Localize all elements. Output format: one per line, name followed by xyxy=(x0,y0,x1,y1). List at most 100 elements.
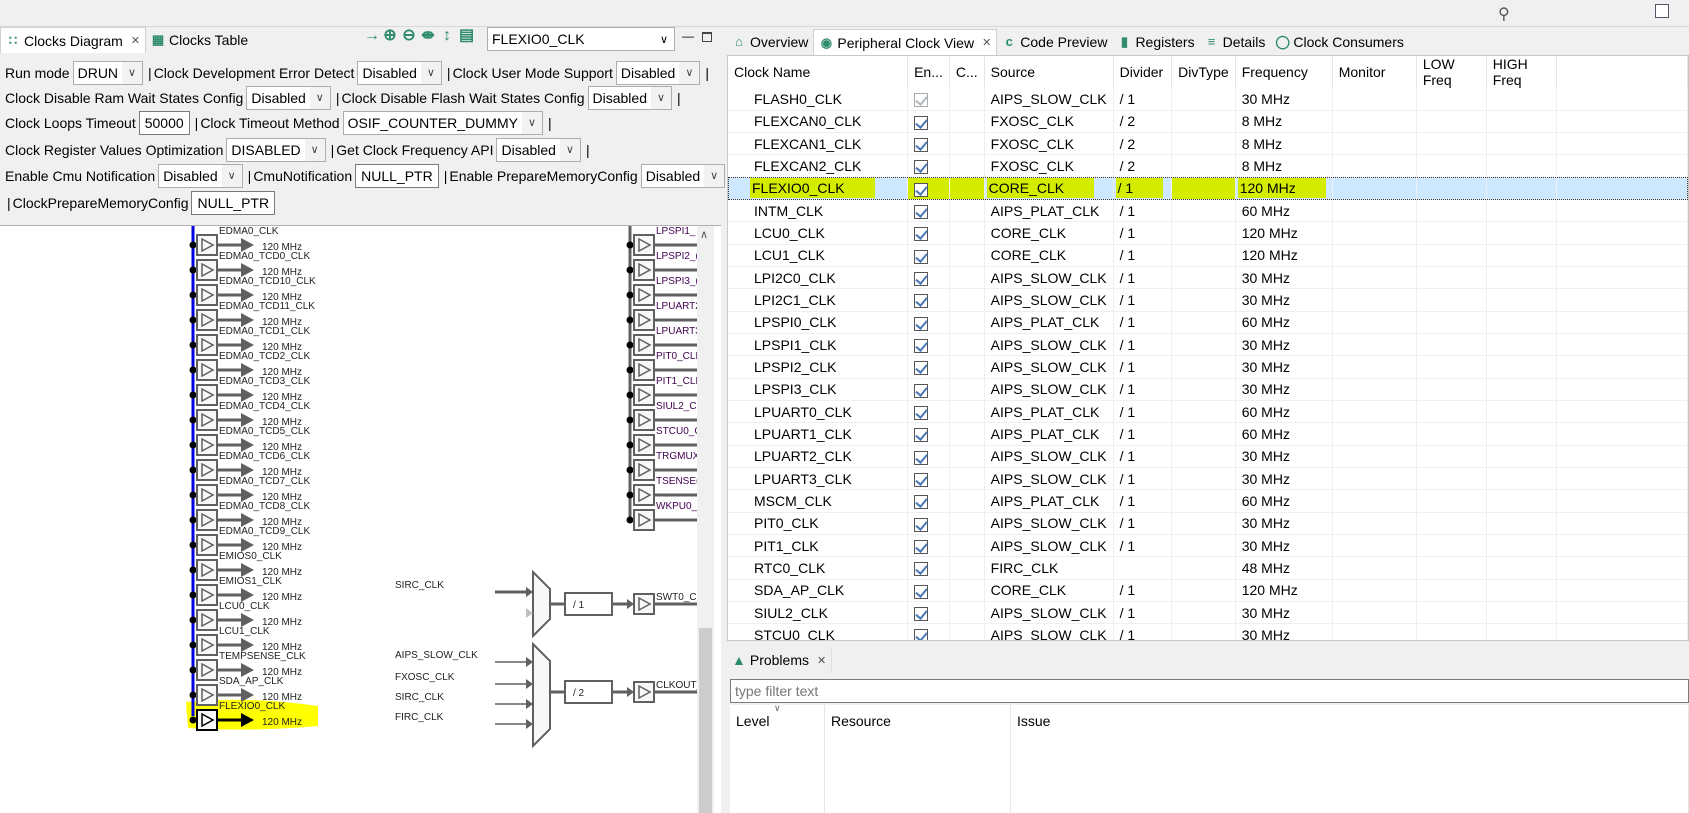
search-icon[interactable]: ⚲ xyxy=(1498,6,1510,23)
enable-checkbox[interactable] xyxy=(914,227,929,242)
tab-problems[interactable]: ▲ Problems✕ xyxy=(727,647,833,673)
close-icon[interactable]: ✕ xyxy=(817,654,827,667)
zoom-out-icon[interactable]: ⊖ xyxy=(402,27,416,44)
column-header[interactable]: DivType xyxy=(1171,56,1236,88)
maximize-button[interactable] xyxy=(702,32,712,42)
enable-checkbox[interactable] xyxy=(914,338,929,353)
enable-checkbox[interactable] xyxy=(914,271,929,286)
problems-column-level[interactable]: Level∨ xyxy=(730,703,825,813)
column-header[interactable]: Source xyxy=(984,56,1114,88)
enable-checkbox[interactable] xyxy=(914,383,929,398)
cell-en[interactable] xyxy=(907,333,950,357)
enable-checkbox[interactable] xyxy=(914,93,929,108)
column-header[interactable]: Divider xyxy=(1113,56,1173,88)
cell-en[interactable] xyxy=(907,378,950,402)
cell-en[interactable] xyxy=(907,355,950,379)
cell-en[interactable] xyxy=(907,221,950,245)
enable-checkbox[interactable] xyxy=(914,539,929,554)
enable-checkbox[interactable] xyxy=(914,182,929,197)
get-clock-frequency-api-select[interactable]: Disabled∨ xyxy=(496,138,581,162)
cell-en[interactable] xyxy=(907,132,950,156)
close-icon[interactable]: ✕ xyxy=(982,37,992,49)
column-header[interactable]: Frequency xyxy=(1235,56,1333,88)
fit-width-icon[interactable]: ⇼ xyxy=(421,27,435,44)
clock-select[interactable]: FLEXIO0_CLK∨ xyxy=(487,27,675,51)
clock-disable-flash-wait-states-config-select[interactable]: Disabled∨ xyxy=(587,86,672,110)
cell-en[interactable] xyxy=(907,445,950,469)
scrollbar-thumb[interactable] xyxy=(699,628,712,813)
tab-registers[interactable]: ▮Registers xyxy=(1112,29,1199,55)
cell-en[interactable] xyxy=(907,88,950,111)
enable-checkbox[interactable] xyxy=(914,115,929,130)
cell-en[interactable] xyxy=(907,311,950,335)
tab-clock-consumers[interactable]: ◯Clock Consumers xyxy=(1275,34,1404,50)
cell-en[interactable] xyxy=(907,601,950,625)
clock-loops-timeout-input[interactable]: 50000 xyxy=(138,111,190,135)
enable-checkbox[interactable] xyxy=(914,472,929,487)
tab-clocks-diagram[interactable]: ∷Clocks Diagram✕ xyxy=(0,27,147,53)
open-perspective-icon[interactable] xyxy=(1655,4,1669,18)
cell-en[interactable] xyxy=(907,623,950,640)
mux1-selector[interactable] xyxy=(532,569,551,639)
problems-filter-input[interactable] xyxy=(730,679,1689,703)
clock-disable-ram-wait-states-config-select[interactable]: Disabled∨ xyxy=(246,86,331,110)
mux2-selector[interactable] xyxy=(532,641,551,749)
minimize-button[interactable]: — xyxy=(682,29,694,43)
cell-en[interactable] xyxy=(907,154,950,178)
cell-en[interactable] xyxy=(907,579,950,603)
column-header[interactable]: En... xyxy=(907,56,950,88)
problems-column-issue[interactable]: Issue xyxy=(1011,705,1689,813)
list-icon[interactable]: ▤ xyxy=(459,27,475,44)
cell-en[interactable] xyxy=(907,199,950,223)
tab-details[interactable]: ≡Details xyxy=(1200,29,1271,55)
cell-en[interactable] xyxy=(907,244,950,268)
diagram-scrollbar[interactable]: ∧ xyxy=(697,226,714,813)
cell-en[interactable] xyxy=(907,489,950,513)
enable-checkbox[interactable] xyxy=(914,517,929,532)
enable-checkbox[interactable] xyxy=(914,428,929,443)
tab-overview[interactable]: ⌂Overview xyxy=(727,29,813,55)
tab-clocks-table[interactable]: ▦Clocks Table xyxy=(151,32,249,48)
enable-preparememoryconfig-select[interactable]: Disabled∨ xyxy=(640,164,726,188)
enable-checkbox[interactable] xyxy=(914,361,929,376)
clock-development-error-detect-select[interactable]: Disabled∨ xyxy=(357,61,442,85)
clockpreparememoryconfig-input[interactable]: NULL_PTR xyxy=(191,191,276,215)
enable-checkbox[interactable] xyxy=(914,606,929,621)
enable-checkbox[interactable] xyxy=(914,204,929,219)
problems-column-resource[interactable]: Resource xyxy=(825,705,1011,813)
column-header[interactable]: Monitor xyxy=(1332,56,1417,88)
cell-en[interactable] xyxy=(907,266,950,290)
enable-checkbox[interactable] xyxy=(914,249,929,264)
cell-en[interactable] xyxy=(907,288,950,312)
scroll-up-icon[interactable]: ∧ xyxy=(700,229,709,241)
column-header[interactable]: Clock Name xyxy=(728,56,909,88)
clock-register-values-optimization-select[interactable]: DISABLED∨ xyxy=(226,138,326,162)
enable-checkbox[interactable] xyxy=(914,629,929,640)
column-header[interactable]: C... xyxy=(949,56,985,88)
enable-checkbox[interactable] xyxy=(914,137,929,152)
arrow-right-icon[interactable]: → xyxy=(364,27,380,44)
enable-checkbox[interactable] xyxy=(914,450,929,465)
close-icon[interactable]: ✕ xyxy=(130,35,141,47)
cell-en[interactable] xyxy=(907,422,950,446)
column-header[interactable]: HIGH Freq xyxy=(1486,56,1557,88)
enable-checkbox[interactable] xyxy=(914,495,929,510)
